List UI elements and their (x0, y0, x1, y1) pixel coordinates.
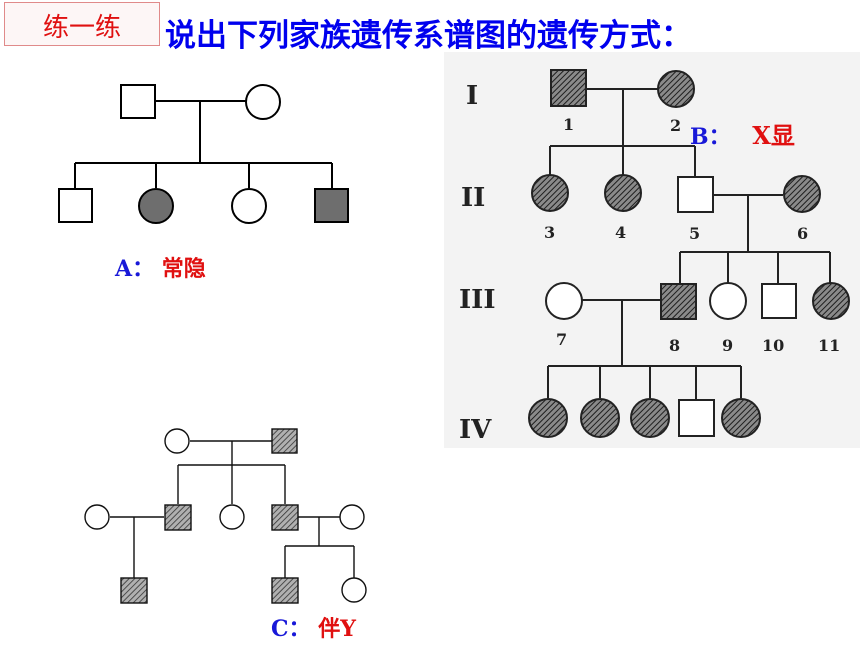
c-son-affected-2 (271, 504, 299, 531)
b-num-9: 9 (722, 336, 733, 355)
a-female-unaffected (245, 84, 281, 120)
b-num-3: 3 (544, 223, 555, 242)
a-son-affected (314, 188, 349, 223)
b-num-1: 1 (563, 115, 574, 134)
c-grandson-affected-1 (120, 577, 148, 604)
pedigree-a-answer: A： 常隐 (115, 251, 206, 283)
pedigree-c (84, 428, 367, 604)
pedigree-a-value: 常隐 (161, 256, 206, 282)
pedigree-b (528, 69, 850, 438)
b-num-11: 11 (818, 336, 840, 355)
b-individual-7-unaffected-female (545, 282, 583, 320)
b-individual-9-unaffected-female (709, 282, 747, 320)
pedigree-a-key: A： (115, 256, 155, 282)
b-num-2: 2 (670, 116, 681, 135)
c-founder-female (164, 428, 190, 454)
b-individual-10-unaffected-male (761, 283, 797, 319)
pedigree-c-key: C： (271, 616, 311, 642)
a-son-unaffected (58, 188, 93, 223)
c-founder-male-affected (271, 428, 298, 454)
a-daughter-affected (138, 188, 174, 224)
pedigree-c-value: 伴Y (318, 616, 356, 642)
b-num-4: 4 (615, 223, 626, 242)
pedigree-c-answer: C： 伴Y (271, 611, 356, 643)
a-male-unaffected (120, 84, 156, 119)
b-num-7: 7 (556, 330, 567, 349)
b-individual-2-affected-female (657, 70, 695, 108)
b-gen4-affected-female-1 (528, 398, 568, 438)
b-individual-5-unaffected-male (677, 176, 714, 213)
pedigree-a (58, 84, 349, 224)
pedigree-b-key: B： (690, 124, 731, 150)
b-individual-1-affected-male (550, 69, 587, 107)
b-individual-3-affected-female (531, 174, 569, 212)
b-gen4-unaffected-male (678, 399, 715, 437)
b-gen-label-3: III (459, 285, 496, 315)
a-daughter-unaffected (231, 188, 267, 224)
pedigree-b-labels: I II III IV 1 2 3 4 5 6 7 8 9 10 11 (459, 81, 840, 445)
page-title: 说出下列家族遗传系谱图的遗传方式： (165, 18, 692, 54)
b-gen4-affected-female-4 (721, 398, 761, 438)
practice-badge: 练一练 (4, 2, 160, 46)
b-num-8: 8 (669, 336, 680, 355)
b-num-6: 6 (797, 224, 808, 243)
c-granddaughter-unaffected (341, 577, 367, 603)
b-gen4-affected-female-2 (580, 398, 620, 438)
pedigree-b-answer: B： X显 (690, 116, 795, 151)
pedigree-b-value: X显 (752, 121, 795, 150)
b-individual-8-affected-male (660, 283, 697, 320)
b-num-5: 5 (689, 224, 700, 243)
c-son-affected-1 (164, 504, 192, 531)
b-gen4-affected-female-3 (630, 398, 670, 438)
b-num-10: 10 (762, 336, 784, 355)
pedigree-b-scan-background (444, 52, 860, 448)
c-daughter-unaffected (219, 504, 245, 530)
b-gen-label-4: IV (459, 415, 492, 445)
c-grandson-affected-2 (271, 577, 299, 604)
b-individual-4-affected-female (604, 174, 642, 212)
c-spouse-female-1 (84, 504, 110, 530)
b-individual-11-affected-female (812, 282, 850, 320)
c-spouse-female-2 (339, 504, 365, 530)
b-gen-label-2: II (461, 183, 485, 213)
b-individual-6-affected-female (783, 175, 821, 213)
b-gen-label-1: I (466, 81, 478, 111)
practice-badge-text: 练一练 (42, 13, 121, 43)
